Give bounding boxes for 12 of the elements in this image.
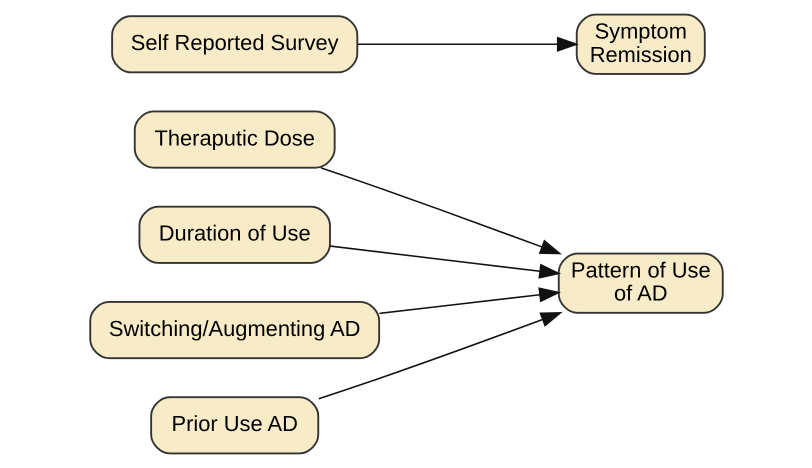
- node-box: Theraputic Dose: [133, 110, 336, 169]
- node-box: Switching/Augmenting AD: [88, 301, 380, 360]
- arrow: [330, 245, 561, 279]
- node-box: Prior Use AD: [150, 396, 319, 454]
- arrow: [357, 36, 578, 52]
- arrow: [318, 312, 562, 400]
- arrow: [320, 167, 562, 254]
- node-box: Pattern of Use of AD: [557, 252, 724, 314]
- node-box: Symptom Remission: [575, 14, 706, 75]
- node-box: Self Reported Survey: [110, 15, 358, 74]
- node-box: Duration of Use: [138, 206, 330, 264]
- arrow: [378, 287, 560, 314]
